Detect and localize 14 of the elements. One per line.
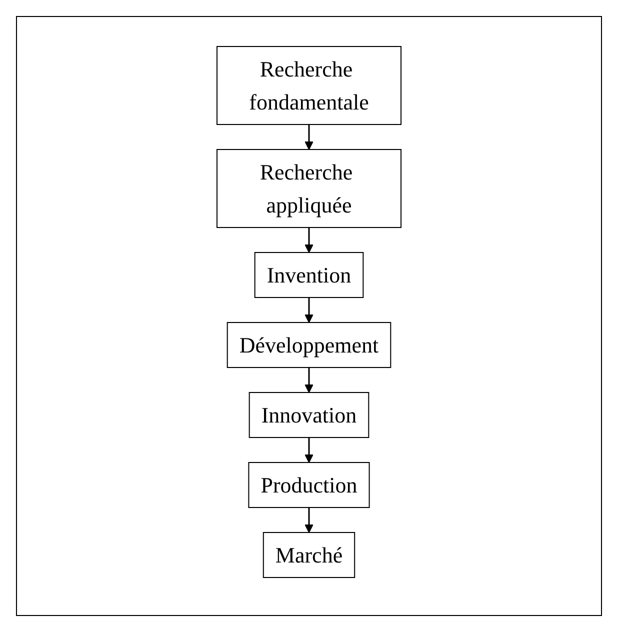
diagram-frame: Recherche fondamentale Recherche appliquée Invention Développement Innovation Production Marché [16, 16, 602, 616]
arrow [304, 298, 314, 323]
node-box [226, 322, 392, 368]
node-box [248, 462, 370, 508]
arrow [304, 508, 314, 533]
arrow [304, 124, 314, 150]
arrow [304, 368, 314, 393]
node-box [262, 532, 356, 578]
arrow [304, 438, 314, 463]
node-box [216, 149, 402, 228]
node-box [248, 392, 370, 438]
arrow [304, 228, 314, 253]
node-box [254, 252, 364, 298]
node-box [216, 46, 402, 125]
